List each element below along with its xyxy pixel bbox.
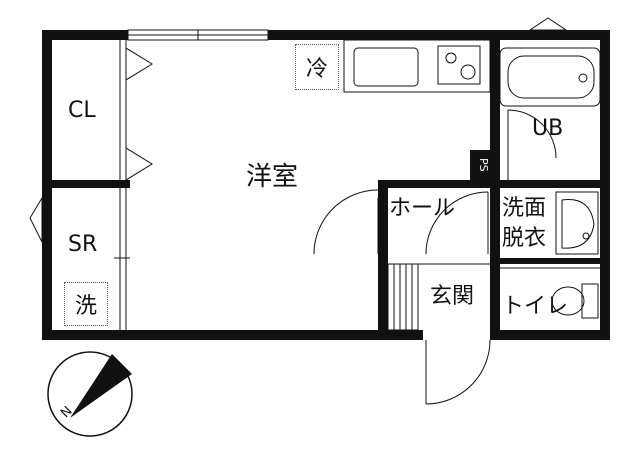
kitchen-counter [343, 39, 491, 93]
storage-label: SR [68, 232, 98, 257]
entrance-step [387, 263, 490, 331]
wash-basin [555, 191, 599, 255]
side-window [29, 196, 43, 243]
hall-label: ホール [389, 196, 456, 221]
washroom-label-line1: 洗面 [502, 196, 547, 221]
top-window [127, 29, 269, 41]
interior-walls [52, 150, 600, 264]
toilet-bowl [551, 283, 599, 319]
western-room-label: 洋室 [246, 162, 299, 192]
entrance-label: 玄関 [430, 284, 475, 309]
toilet-label: トイレ [502, 294, 569, 319]
washer-space: 洗 [64, 282, 108, 326]
doors [313, 109, 600, 405]
vent [528, 17, 568, 31]
pipe-space-label: PS [477, 158, 490, 172]
compass-icon [47, 351, 133, 437]
fridge-space: 冷 [295, 44, 339, 90]
bathtub [499, 47, 601, 107]
unit-bath-label: UB [532, 116, 564, 141]
closet-doors [114, 40, 153, 330]
closet-label: CL [68, 98, 96, 123]
washroom-label-line2: 脱衣 [502, 226, 547, 251]
